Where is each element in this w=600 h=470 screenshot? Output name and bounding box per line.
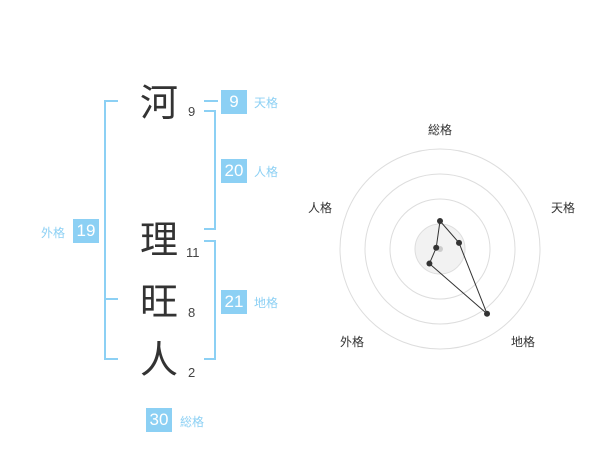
name-char-1: 河: [140, 81, 179, 125]
chikaku-value: 21: [221, 290, 247, 314]
radar-label-jinkaku: 人格: [308, 201, 333, 215]
outer-bracket-top: [104, 100, 118, 102]
outer-bracket-bottom: [104, 358, 118, 360]
radar-label-chikaku: 地格: [511, 335, 536, 349]
radar-ring: [339, 148, 541, 350]
stroke-count-3: 8: [188, 305, 196, 320]
jinkaku-bracket-bottom: [204, 228, 216, 230]
tenkaku-connector: [204, 100, 218, 102]
chikaku-bracket-bottom: [204, 358, 216, 360]
radar-ring: [389, 198, 491, 300]
stroke-count-4: 2: [188, 365, 196, 380]
gaikaku-value: 19: [73, 219, 99, 243]
radar-label-gaikaku: 外格: [340, 335, 365, 349]
radar-point-4: [426, 260, 433, 267]
jinkaku-value: 20: [221, 159, 247, 183]
radar-label-tenkaku: 天格: [551, 201, 576, 215]
jinkaku-bracket-top: [204, 110, 216, 112]
radar-ring: [364, 173, 516, 325]
chikaku-label: 地格: [254, 296, 279, 310]
radar-point-2: [456, 239, 463, 246]
radar-point-1: [437, 218, 443, 224]
chikaku-bracket-vertical: [214, 240, 216, 360]
tenkaku-value: 9: [221, 90, 247, 114]
soukaku-label: 総格: [180, 415, 205, 429]
radar-point-3: [484, 310, 491, 317]
name-char-3: 旺: [140, 280, 179, 324]
chikaku-bracket-top: [204, 240, 216, 242]
radar-polygon: [428, 219, 488, 315]
jinkaku-bracket-vertical: [214, 110, 216, 230]
radar-label-soukaku: 総格: [428, 123, 453, 137]
stroke-count-2: 11: [186, 245, 200, 260]
tenkaku-label: 天格: [254, 96, 279, 110]
outer-bracket-vertical: [104, 100, 106, 360]
jinkaku-label: 人格: [254, 165, 279, 179]
soukaku-value: 30: [146, 408, 172, 432]
gaikaku-label: 外格: [41, 226, 66, 240]
radar-point-5: [433, 244, 440, 251]
outer-bracket-mid: [104, 298, 118, 300]
name-char-4: 人: [140, 338, 179, 382]
stroke-count-1: 9: [188, 104, 196, 119]
name-char-2: 理: [140, 218, 179, 262]
